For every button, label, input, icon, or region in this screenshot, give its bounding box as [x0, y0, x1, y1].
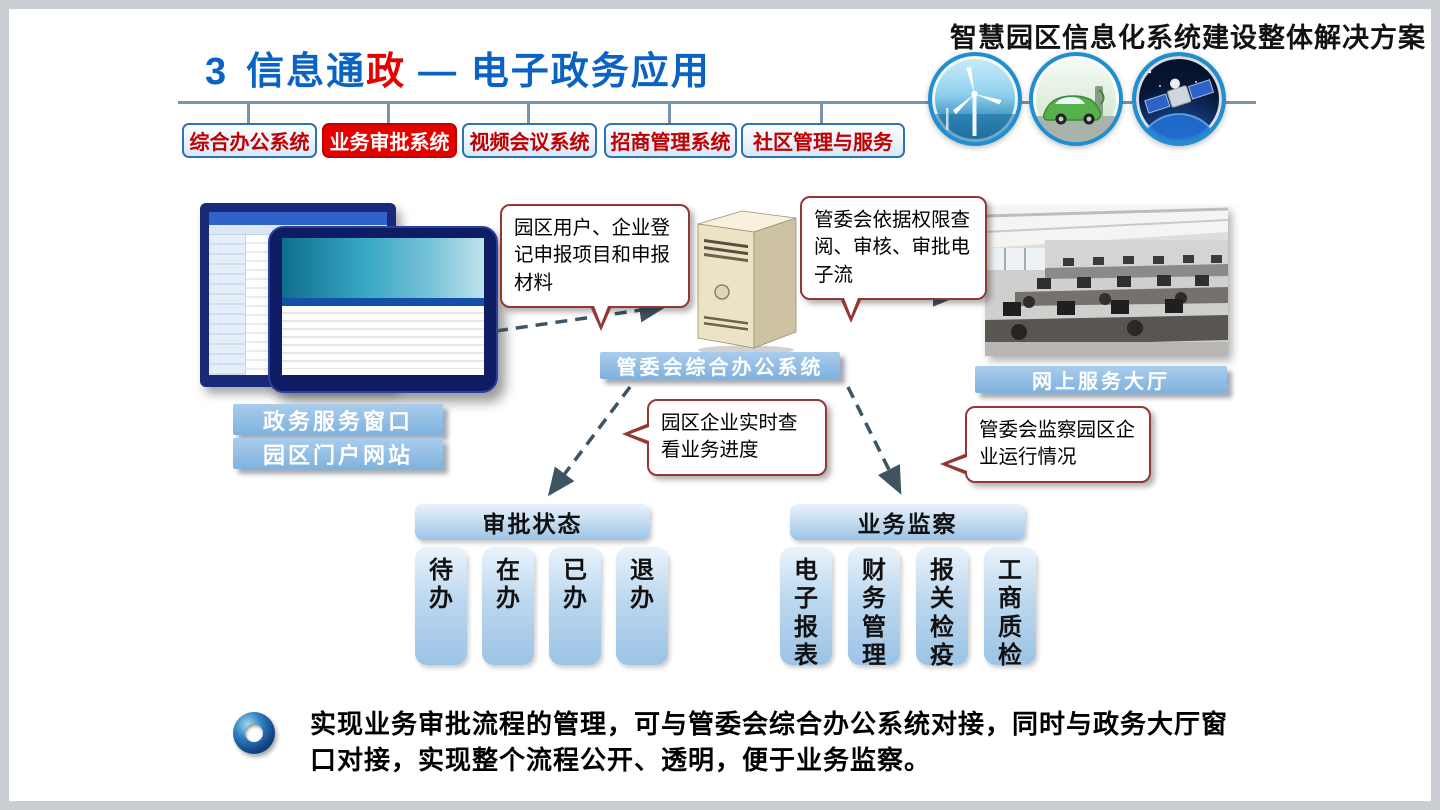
portal-label-park-website: 园区门户网站	[233, 438, 443, 469]
approval-item-inprocess: 在办	[482, 547, 534, 665]
webpage-body	[282, 306, 484, 370]
tab-investment-system[interactable]: 招商管理系统	[604, 123, 737, 158]
supervision-item-quality: 工商质检	[984, 547, 1036, 669]
service-hall-photo	[984, 206, 1229, 356]
approval-item-label: 已办	[562, 557, 587, 613]
supervision-item-customs: 报关检疫	[916, 547, 968, 669]
satellite-icon	[1132, 52, 1226, 146]
title-text-blue: 信息通	[246, 51, 367, 93]
approval-item-done: 已办	[549, 547, 601, 665]
webpage-banner	[282, 238, 484, 299]
callout-supervision: 管委会监察园区企业运行情况	[940, 406, 1151, 483]
approval-item-returned: 退办	[616, 547, 668, 665]
supervision-header: 业务监察	[790, 504, 1025, 540]
screenshot-titlebar	[209, 212, 387, 225]
tab-community-service[interactable]: 社区管理与服务	[741, 123, 905, 158]
tab-video-conference-system[interactable]: 视频会议系统	[462, 123, 597, 158]
approval-item-label: 在办	[495, 557, 520, 613]
server-label: 管委会综合办公系统	[600, 352, 840, 379]
supervision-item-label: 电子报表	[793, 557, 818, 669]
callout-progress-check: 园区企业实时查看业务进度	[622, 399, 827, 476]
approval-item-pending: 待办	[415, 547, 467, 665]
bullet-ring-icon	[233, 712, 275, 754]
approval-status-header: 审批状态	[415, 504, 650, 540]
supervision-item-ereport: 电子报表	[780, 547, 832, 669]
tab-connector	[820, 101, 823, 125]
supervision-item-label: 财务管理	[861, 557, 886, 669]
wind-turbine-icon	[928, 52, 1022, 146]
supervision-item-label: 报关检疫	[929, 557, 954, 669]
server-icon	[690, 204, 802, 355]
supervision-item-finance: 财务管理	[848, 547, 900, 669]
approval-item-label: 待办	[428, 557, 453, 613]
title-text-rest: — 电子政务应用	[418, 51, 711, 93]
tab-office-system[interactable]: 综合办公系统	[182, 123, 317, 158]
callout-review-approve: 管委会依据权限查阅、审核、审批电子流	[800, 196, 987, 323]
screenshot-sidebar	[209, 235, 246, 375]
title-number: 3	[205, 51, 229, 93]
electric-car-icon	[1029, 52, 1123, 146]
supervision-item-label: 工商质检	[997, 557, 1022, 669]
portal-screenshot-front	[268, 226, 498, 393]
tab-approval-system[interactable]: 业务审批系统	[322, 123, 457, 158]
title-text-red: 政	[366, 51, 407, 93]
tab-connector	[527, 101, 530, 125]
callout-apply-materials: 园区用户、企业登记申报项目和申报材料	[500, 204, 690, 331]
page-title: 3 信息通政 — 电子政务应用	[205, 40, 711, 95]
top-right-slogan: 智慧园区信息化系统建设整体解决方案	[950, 23, 1426, 53]
summary-text: 实现业务审批流程的管理，可与管委会综合办公系统对接，同时与政务大厅窗口对接，实现…	[310, 709, 1229, 775]
service-hall-label: 网上服务大厅	[975, 366, 1227, 393]
webpage-navbar	[282, 298, 484, 307]
tab-connector	[668, 101, 671, 125]
portal-label-service-window: 政务服务窗口	[233, 404, 443, 435]
tab-connector	[387, 101, 390, 125]
title-divider	[178, 101, 1256, 104]
screenshot-webpage	[282, 238, 484, 375]
approval-item-label: 退办	[629, 557, 654, 613]
tab-connector	[247, 101, 250, 125]
